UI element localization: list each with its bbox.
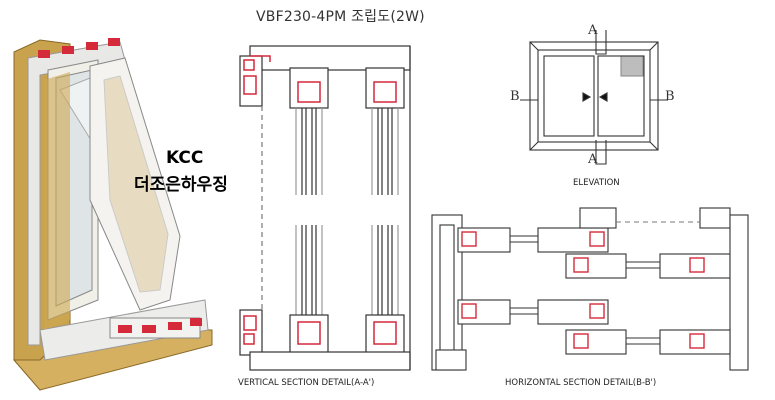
brand-name: KCC xyxy=(166,148,204,168)
horizontal-section-caption: HORIZONTAL SECTION DETAIL(B-B') xyxy=(505,378,657,388)
horizontal-section-detail xyxy=(431,207,749,371)
window-product-illustration xyxy=(12,38,213,391)
vertical-section-detail xyxy=(239,45,411,371)
vertical-section-caption: VERTICAL SECTION DETAIL(A-A') xyxy=(238,378,375,388)
diagram-title: VBF230-4PM 조립도(2W) xyxy=(256,9,425,25)
section-mark-a-bottom: A xyxy=(588,152,598,167)
section-mark-a-top: A xyxy=(588,23,598,38)
elevation-caption: ELEVATION xyxy=(573,178,620,188)
elevation-drawing xyxy=(520,30,668,165)
brand-subname: 더조은하우징 xyxy=(134,175,228,195)
section-mark-b-right: B xyxy=(665,89,675,104)
section-mark-b-left: B xyxy=(510,89,520,104)
